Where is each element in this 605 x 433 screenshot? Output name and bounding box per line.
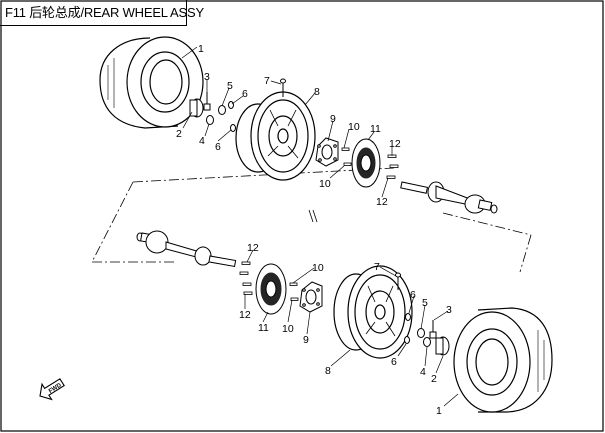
callout-6-lower-a: 6 [410, 289, 416, 301]
upper-rim [235, 91, 316, 181]
callout-11-upper: 11 [370, 123, 381, 135]
callout-7-upper: 7 [264, 75, 270, 87]
upper-hub [315, 137, 339, 167]
lower-tire [453, 307, 553, 413]
lower-brake-disc [255, 263, 287, 315]
callout-10-upper-b: 10 [319, 178, 331, 190]
lower-callouts: 12 12 10 10 11 9 7 8 6 6 5 4 3 2 1 [239, 242, 452, 417]
fwd-arrow-icon: FWD [39, 378, 65, 401]
page-title: F11 后轮总成/REAR WHEEL ASSY [5, 5, 204, 20]
callout-8-lower: 8 [325, 365, 331, 377]
callout-10-upper-a: 10 [348, 121, 360, 133]
callout-12-upper-a: 12 [389, 138, 401, 150]
upper-tire [99, 36, 204, 129]
callout-1-lower: 1 [436, 405, 442, 417]
callout-12-lower-a: 12 [247, 242, 259, 254]
callout-6-upper-b: 6 [215, 141, 221, 153]
callout-5-lower: 5 [422, 297, 428, 309]
upper-brake-disc [351, 138, 381, 188]
callout-6-upper-a: 6 [242, 88, 248, 100]
lower-bolt [395, 272, 401, 290]
callout-2-lower: 2 [431, 373, 437, 385]
callout-4-upper: 4 [199, 135, 205, 147]
callout-12-upper-b: 12 [376, 196, 388, 208]
lower-disc-bolts [239, 261, 299, 301]
callout-11-lower: 11 [258, 322, 269, 334]
callout-9-upper: 9 [330, 113, 336, 125]
callout-8-upper: 8 [314, 86, 320, 98]
lower-small-parts [404, 313, 450, 356]
upper-bolt [280, 78, 286, 97]
callout-3-lower: 3 [446, 304, 452, 316]
assembly-guide-lines [91, 167, 532, 273]
callout-12-lower-b: 12 [239, 309, 251, 321]
callout-10-lower-a: 10 [312, 262, 324, 274]
leader-lines [181, 46, 459, 407]
callout-1-upper: 1 [198, 43, 204, 55]
callout-2-upper: 2 [176, 128, 182, 140]
callout-6-lower-b: 6 [391, 356, 397, 368]
upper-small-parts [189, 92, 236, 132]
title-box: F11 后轮总成/REAR WHEEL ASSY [0, 0, 204, 26]
callout-9-lower: 9 [303, 334, 309, 346]
callout-10-lower-b: 10 [282, 323, 294, 335]
upper-axle-shaft [400, 181, 498, 214]
upper-callouts: 1 2 3 4 5 6 6 7 8 9 10 10 11 12 12 [176, 43, 401, 208]
lower-rim [333, 265, 413, 359]
callout-7-lower: 7 [374, 261, 380, 273]
callout-3-upper: 3 [204, 71, 210, 83]
lower-axle-shaft [136, 230, 237, 268]
lower-hub [299, 281, 323, 313]
callout-5-upper: 5 [227, 80, 233, 92]
callout-4-lower: 4 [420, 366, 426, 378]
